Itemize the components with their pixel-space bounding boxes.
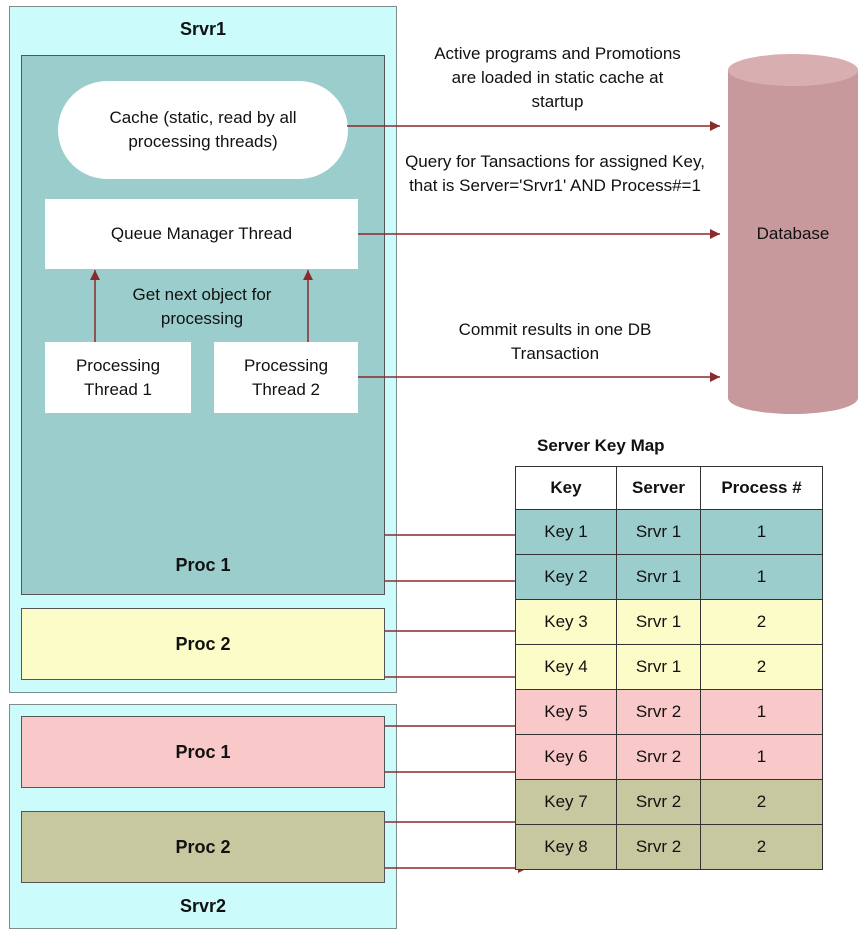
key-map-title: Server Key Map: [537, 436, 665, 455]
table-row: Key 7 Srvr 2 2: [515, 779, 823, 825]
key-map-header-row: Key Server Process #: [515, 466, 823, 510]
cell-server: Srvr 1: [616, 554, 701, 600]
proc2-srvr2: Proc 2: [21, 811, 385, 883]
cell-process: 1: [700, 509, 823, 555]
proc2-srvr2-label: Proc 2: [175, 836, 231, 857]
cache-box: Cache (static, read by all processing th…: [58, 81, 348, 179]
cell-server: Srvr 1: [616, 509, 701, 555]
cell-key: Key 5: [515, 689, 617, 735]
proc2-srvr1-label: Proc 2: [175, 633, 231, 654]
cell-server: Srvr 2: [616, 779, 701, 825]
table-row: Key 3 Srvr 1 2: [515, 599, 823, 645]
proc1-srvr2-label: Proc 1: [175, 741, 231, 762]
table-row: Key 8 Srvr 2 2: [515, 824, 823, 870]
cell-server: Srvr 2: [616, 689, 701, 735]
cache-label: Cache (static, read by all processing th…: [109, 108, 297, 151]
processing-thread-1-label: Processing Thread 1: [75, 355, 161, 399]
note-query: Query for Tansactions for assigned Key, …: [405, 152, 705, 195]
table-row: Key 6 Srvr 2 1: [515, 734, 823, 780]
queue-manager-thread: Queue Manager Thread: [45, 199, 358, 269]
cell-key: Key 8: [515, 824, 617, 870]
processing-thread-2-label: Processing Thread 2: [243, 355, 329, 399]
cell-server: Srvr 1: [616, 644, 701, 690]
cell-key: Key 7: [515, 779, 617, 825]
note-commit: Commit results in one DB Transaction: [458, 320, 652, 363]
header-key: Key: [515, 466, 617, 510]
cell-key: Key 6: [515, 734, 617, 780]
cell-key: Key 2: [515, 554, 617, 600]
cell-process: 2: [700, 644, 823, 690]
proc1-srvr2: Proc 1: [21, 716, 385, 788]
cell-server: Srvr 2: [616, 734, 701, 780]
cell-process: 2: [700, 824, 823, 870]
cell-process: 2: [700, 599, 823, 645]
database-label: Database: [756, 224, 830, 243]
cell-process: 1: [700, 554, 823, 600]
cell-key: Key 4: [515, 644, 617, 690]
table-row: Key 2 Srvr 1 1: [515, 554, 823, 600]
cell-key: Key 1: [515, 509, 617, 555]
processing-thread-2: Processing Thread 2: [214, 342, 358, 413]
queue-manager-label: Queue Manager Thread: [110, 224, 293, 243]
table-row: Key 4 Srvr 1 2: [515, 644, 823, 690]
database-icon: [728, 54, 858, 414]
key-map-table: Key Server Process # Key 1 Srvr 1 1 Key …: [515, 466, 823, 870]
server-srvr1-title: Srvr1: [179, 19, 227, 39]
get-next-label: Get next object for processing: [132, 285, 272, 328]
header-server: Server: [616, 466, 701, 510]
cell-process: 1: [700, 734, 823, 780]
table-row: Key 5 Srvr 2 1: [515, 689, 823, 735]
header-process: Process #: [700, 466, 823, 510]
cell-process: 2: [700, 779, 823, 825]
proc1-srvr1-label: Proc 1: [175, 555, 231, 575]
cell-process: 1: [700, 689, 823, 735]
cell-server: Srvr 1: [616, 599, 701, 645]
note-cache-load: Active programs and Promotions are loade…: [434, 44, 681, 111]
table-row: Key 1 Srvr 1 1: [515, 509, 823, 555]
processing-thread-1: Processing Thread 1: [45, 342, 191, 413]
server-srvr2-title: Srvr2: [179, 896, 227, 916]
proc2-srvr1: Proc 2: [21, 608, 385, 680]
cell-server: Srvr 2: [616, 824, 701, 870]
cell-key: Key 3: [515, 599, 617, 645]
